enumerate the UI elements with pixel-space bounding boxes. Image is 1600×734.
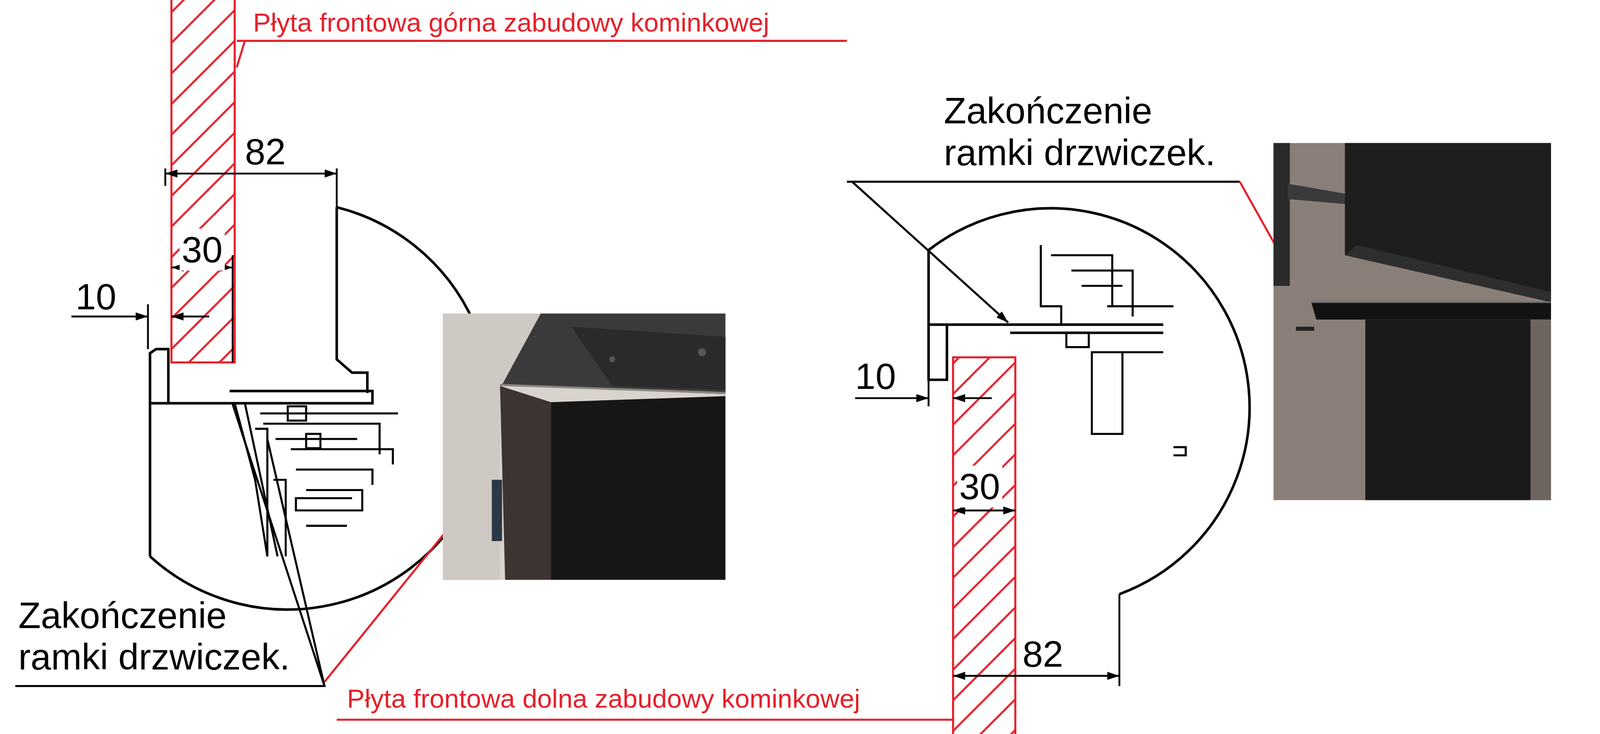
bolt (306, 433, 321, 448)
part-label: Zakończenie ramki drzwiczek. (944, 89, 1227, 175)
upper-front-plate (171, 0, 235, 363)
dimension-value: 30 (179, 228, 225, 272)
dimension-line (952, 509, 1016, 512)
plate-label: Płyta frontowa górna zabudowy kominkowej (253, 8, 770, 39)
door-plate (928, 324, 1164, 333)
plate-label: Płyta frontowa dolna zabudowy kominkowej (346, 683, 861, 715)
red-leader (236, 40, 848, 68)
part-label: Zakończenie ramki drzwiczek. (18, 593, 302, 679)
red-leader (336, 718, 955, 721)
dimension-line (952, 397, 992, 400)
dimension-line (952, 674, 1120, 677)
extension-line (147, 168, 337, 363)
black-leader (852, 181, 1009, 323)
dimension-line (855, 397, 929, 400)
lower-front-plate (952, 357, 1016, 734)
extension-line (928, 379, 1120, 687)
glass-edge (234, 403, 278, 557)
bolt (1066, 332, 1089, 347)
black-leader (15, 404, 325, 686)
frame-lip (928, 249, 947, 380)
right-detail-section (928, 208, 1250, 594)
door-edge (336, 207, 368, 393)
leader-lines (15, 40, 1312, 720)
detail-circle (150, 207, 492, 609)
hinge-parts (260, 413, 399, 526)
dimension-value: 10 (855, 355, 896, 398)
dimension-line (171, 315, 209, 318)
hinge-parts (1040, 244, 1174, 325)
left-detail-section (150, 207, 492, 609)
dimension-value: 82 (1022, 632, 1064, 675)
black-leader (847, 180, 1240, 183)
detail-circle (928, 208, 1250, 594)
bolt (287, 406, 306, 421)
photo-right (1273, 143, 1552, 501)
frame-lip (150, 349, 169, 404)
bracket (1091, 352, 1164, 434)
door-plate (229, 390, 373, 403)
photo-left (442, 313, 726, 580)
dimension-value: 30 (957, 465, 1003, 508)
dimension-lines (71, 168, 1120, 686)
catch (1173, 447, 1186, 456)
dimension-value: 10 (75, 275, 117, 318)
frame-profile (150, 403, 230, 557)
dimension-value: 82 (244, 130, 286, 174)
dimension-line (165, 172, 337, 175)
